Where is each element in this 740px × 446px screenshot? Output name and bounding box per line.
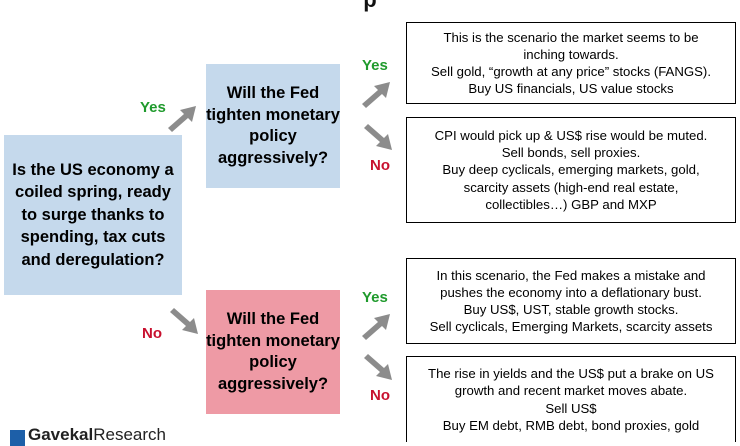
root-question-box: Is the US economy a coiled spring, ready… (4, 135, 182, 295)
outcome-line: In this scenario, the Fed makes a mistak… (436, 267, 706, 283)
upper-fed-question-box: Will the Fed tighten monetary policy agg… (206, 64, 340, 188)
outcome-line: growth and recent market moves abate. (454, 383, 688, 399)
upper-fed-question-text: Will the Fed tighten monetary policy agg… (206, 84, 340, 167)
arrow-lower-no-icon (362, 354, 396, 384)
outcome-box-no-no: The rise in yields and the US$ put a bra… (406, 356, 736, 442)
outcome-box-yes-no: CPI would pick up & US$ rise would be mu… (406, 117, 736, 223)
lower-outcome-no-label: No (370, 387, 390, 404)
arrow-upper-no-icon (362, 124, 396, 154)
upper-outcome-yes-label: Yes (362, 57, 388, 74)
outcome-line: This is the scenario the market seems to… (443, 29, 699, 45)
outcome-box-yes-yes: This is the scenario the market seems to… (406, 22, 736, 104)
upper-outcome-no-label: No (370, 157, 390, 174)
outcome-line: Buy deep cyclicals, emerging markets, go… (442, 162, 700, 178)
outcome-line: scarcity assets (high-end real estate, (463, 179, 679, 195)
outcome-line: Sell US$ (545, 400, 597, 416)
brand-mark-icon (10, 430, 25, 446)
outcome-box-no-yes: In this scenario, the Fed makes a mistak… (406, 258, 736, 344)
lower-fed-question-text: Will the Fed tighten monetary policy agg… (206, 310, 340, 393)
arrow-to-lower-question-icon (168, 308, 202, 338)
outcome-line: inching towards. (523, 46, 619, 62)
outcome-line: CPI would pick up & US$ rise would be mu… (434, 127, 708, 143)
arrow-upper-yes-icon (360, 78, 394, 108)
outcome-line: Sell cyclicals, Emerging Markets, scarci… (429, 319, 713, 335)
lower-fed-question-box: Will the Fed tighten monetary policy agg… (206, 290, 340, 414)
outcome-line: The rise in yields and the US$ put a bra… (428, 366, 714, 382)
outcome-line: Buy US$, UST, stable growth stocks. (463, 302, 679, 317)
branch-yes-label: Yes (140, 99, 166, 116)
lower-outcome-yes-label: Yes (362, 289, 388, 306)
outcome-line: Sell bonds, sell proxies. (501, 145, 641, 161)
arrow-lower-yes-icon (360, 310, 394, 340)
branch-no-label: No (142, 325, 162, 342)
brand-name-rest: Research (93, 425, 166, 444)
outcome-line: Buy EM debt, RMB debt, bond proxies, gol… (442, 417, 700, 433)
root-question-text: Is the US economy a coiled spring, ready… (12, 160, 174, 269)
outcome-line: Sell gold, “growth at any price” stocks … (431, 64, 711, 79)
outcome-line: collectibles…) GBP and MXP (485, 196, 657, 212)
outcome-line: pushes the economy into a deflationary b… (440, 284, 702, 300)
outcome-line: Buy US financials, US value stocks (468, 81, 674, 97)
diagram-title: p (0, 0, 740, 12)
brand-name-bold: Gavekal (28, 425, 94, 444)
arrow-to-upper-question-icon (166, 102, 200, 132)
brand-logo: GavekalResearch (10, 424, 166, 446)
